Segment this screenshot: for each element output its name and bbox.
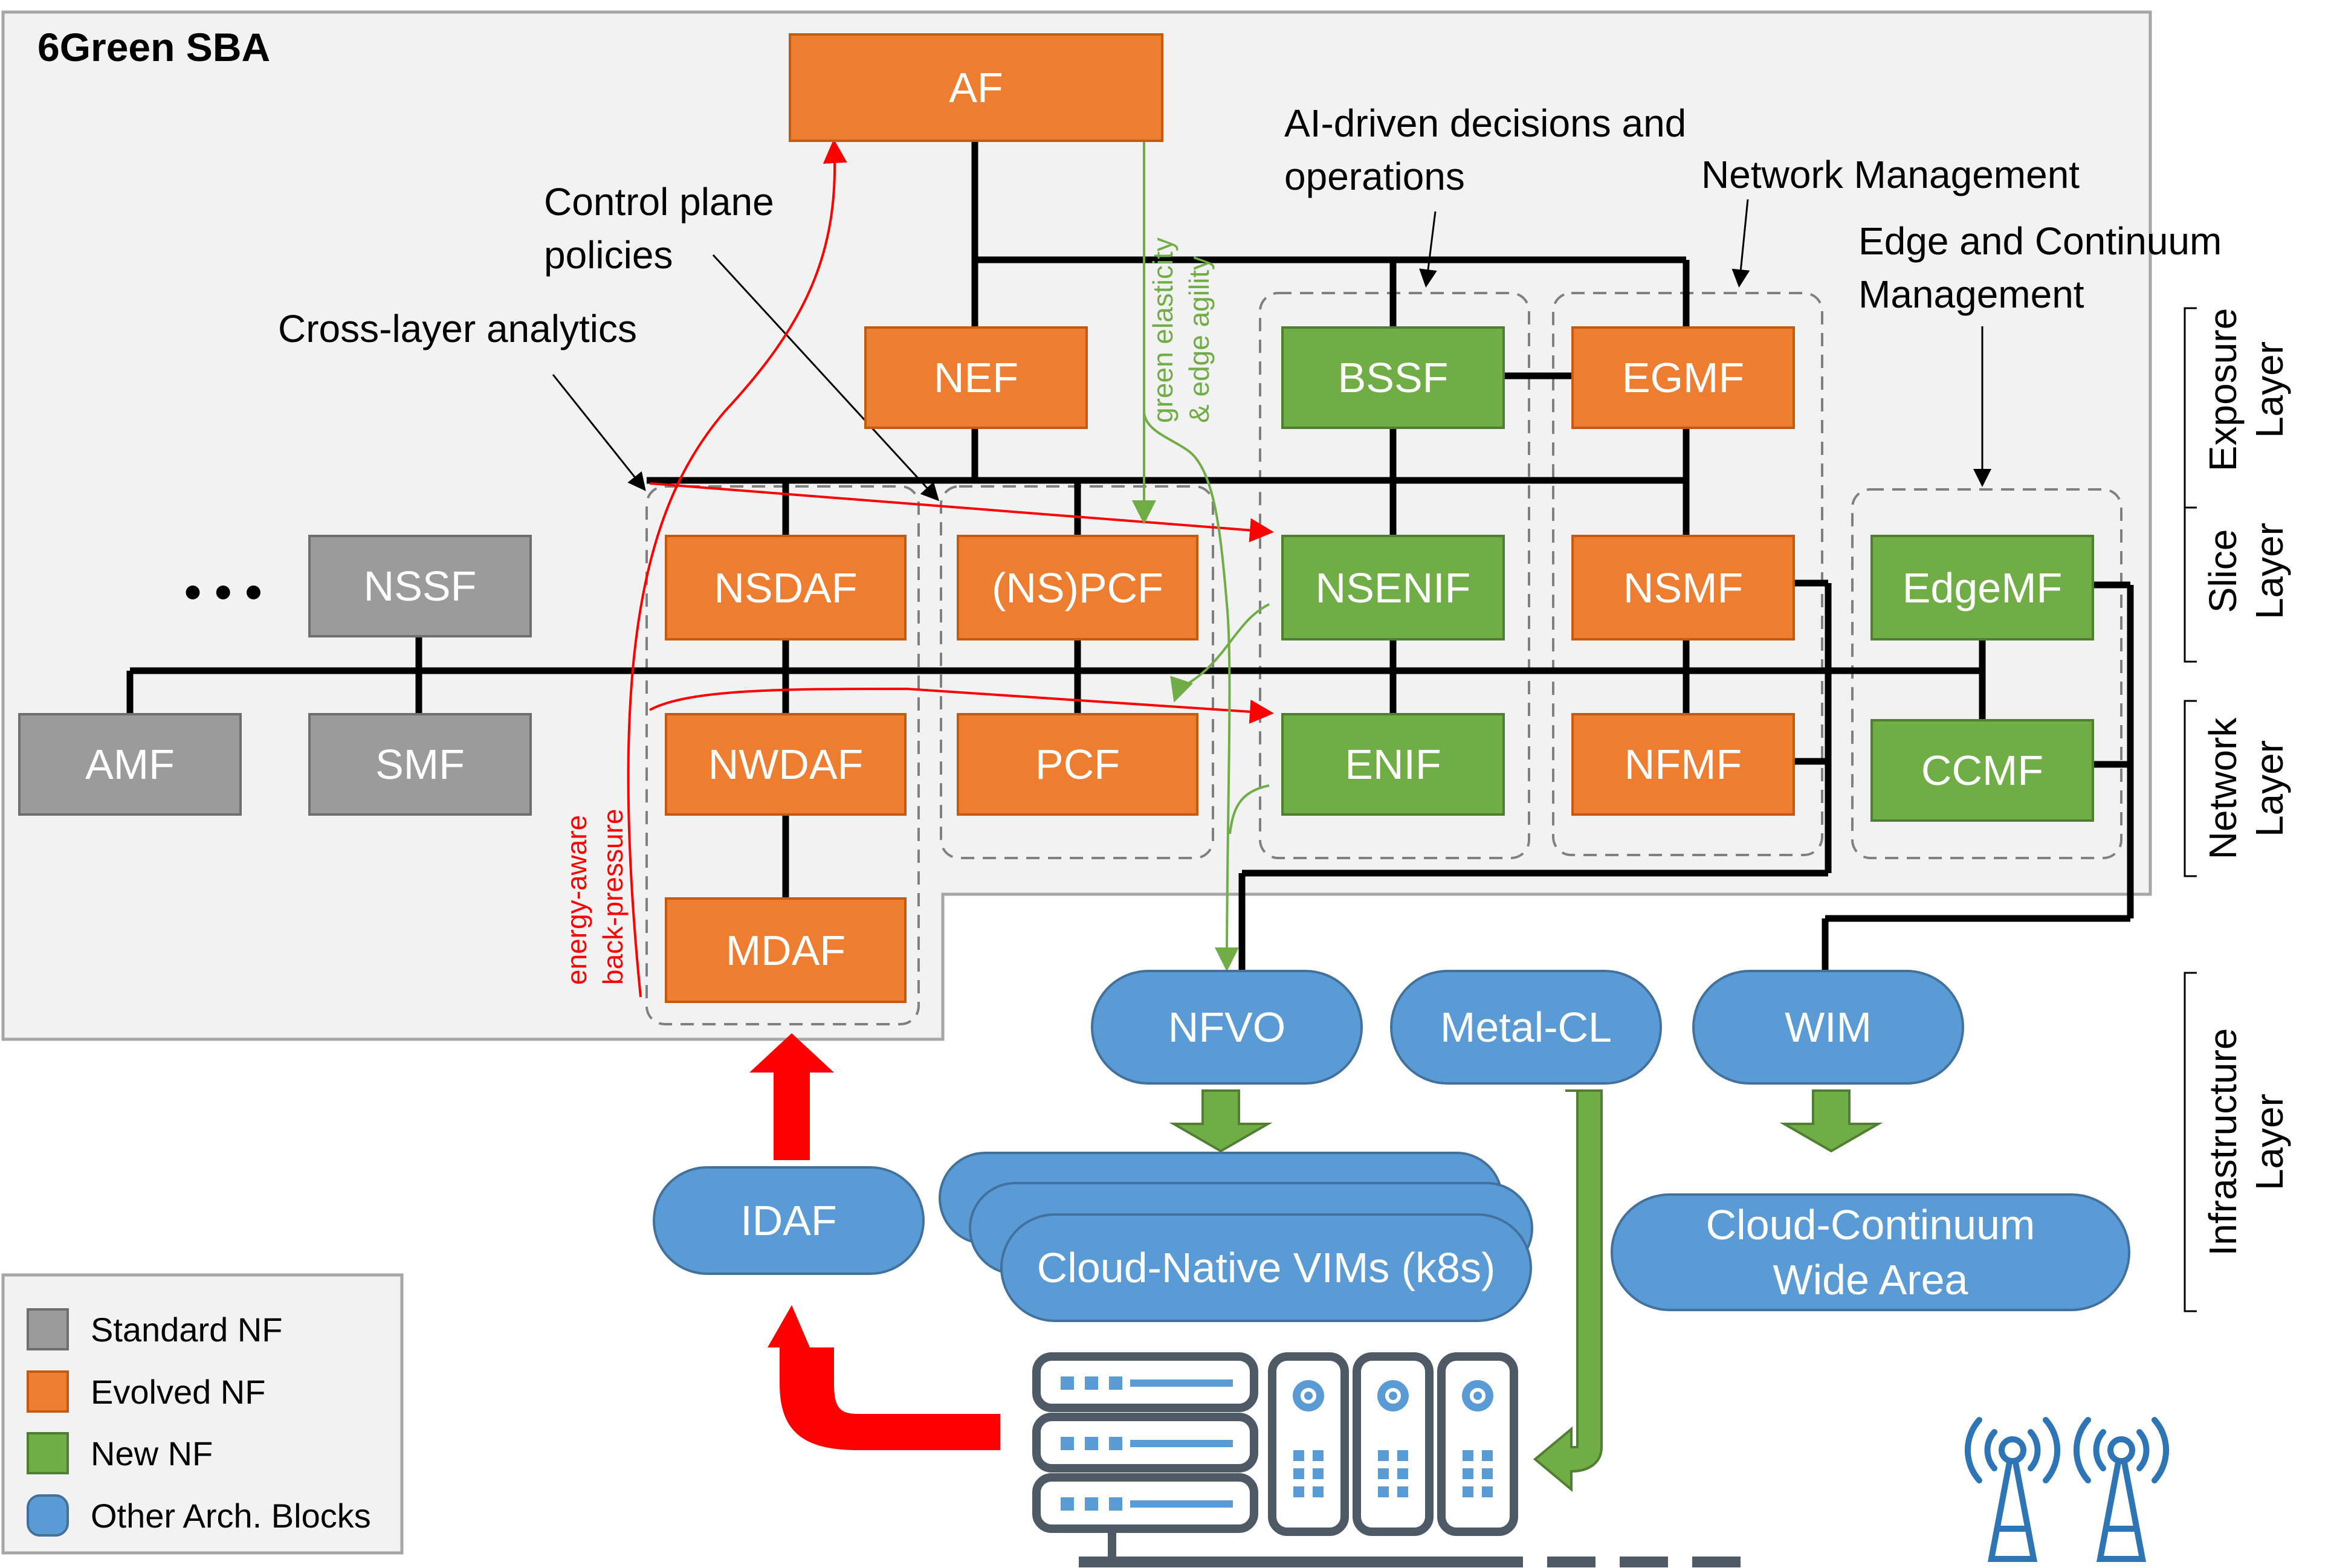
annotation-edge-continuum: Edge and Continuum Management [1858, 215, 2222, 321]
legend-new: New NF [27, 1432, 213, 1474]
nf-nwdaf[interactable]: NWDAF [665, 713, 907, 816]
nf-ccmf[interactable]: CCMF [1870, 719, 2094, 822]
legend-evolved: Evolved NF [27, 1370, 265, 1413]
legend-other: Other Arch. Blocks [27, 1494, 371, 1537]
more-nfs-ellipsis: • • • [184, 565, 262, 619]
nf-nssf[interactable]: NSSF [308, 535, 532, 637]
annotation-energy-aware: energy-aware back-pressure [559, 809, 632, 985]
annotation-edge-line-1: Edge and Continuum [1858, 219, 2222, 263]
annotation-green-line-1: green elasticity [1147, 237, 1178, 423]
block-wim[interactable]: WIM [1692, 970, 1964, 1085]
legend-swatch-evolved [27, 1370, 69, 1413]
layer-infrastructure: Infrastructure Layer [2200, 985, 2293, 1299]
annotation-green-elasticity: green elasticity & edge agility [1145, 237, 1218, 423]
nf-nsmf[interactable]: NSMF [1571, 535, 1795, 640]
annotation-ai-line-2: operations [1284, 155, 1465, 199]
annotation-control-plane-line-1: Control plane [544, 180, 774, 224]
annotation-control-plane-line-2: policies [544, 233, 673, 277]
arrow-idaf-mdaf [749, 1033, 834, 1160]
nf-nsenif[interactable]: NSENIF [1281, 535, 1505, 640]
annotation-cross-layer: Cross-layer analytics [278, 307, 637, 350]
nf-egmf[interactable]: EGMF [1571, 326, 1795, 429]
nf-nfmf[interactable]: NFMF [1571, 713, 1795, 816]
nf-edgemf[interactable]: EdgeMF [1870, 535, 2094, 640]
layer-infra-line-1: Infrastructure [2201, 1028, 2245, 1256]
layer-infra-line-2: Layer [2247, 1093, 2291, 1191]
nf-nsdaf[interactable]: NSDAF [665, 535, 907, 640]
ccwa-line-1: Cloud-Continuum [1705, 1201, 2035, 1248]
block-cloud-native-vims[interactable]: Cloud-Native VIMs (k8s) [1000, 1213, 1532, 1322]
layer-network-line-1: Network [2201, 717, 2245, 860]
nf-enif[interactable]: ENIF [1281, 713, 1505, 816]
layer-exposure-line-2: Layer [2247, 341, 2291, 439]
annotation-energy-line-2: back-pressure [596, 808, 629, 985]
nf-bssf[interactable]: BSSF [1281, 326, 1505, 429]
legend-box [1, 1273, 404, 1555]
nf-af[interactable]: AF [789, 33, 1163, 142]
layer-slice-line-2: Layer [2247, 522, 2291, 620]
layer-exposure-line-1: Exposure [2201, 308, 2245, 472]
legend-standard: Standard NF [27, 1308, 283, 1350]
nf-pcf[interactable]: PCF [957, 713, 1198, 816]
legend-label-standard: Standard NF [91, 1310, 283, 1349]
layer-network-line-2: Layer [2247, 740, 2291, 837]
arrow-metalcl-hw [1533, 1089, 1603, 1492]
block-idaf[interactable]: IDAF [653, 1166, 925, 1275]
block-cloud-continuum-wide-area[interactable]: Cloud-Continuum Wide Area [1611, 1193, 2130, 1311]
annotation-green-line-2: & edge agility [1183, 256, 1215, 423]
legend-swatch-other [27, 1494, 69, 1537]
annotation-network-management: Network Management [1701, 153, 2080, 196]
arrow-wim-ccwa [1779, 1089, 1883, 1153]
annotation-energy-line-1: energy-aware [561, 815, 592, 985]
nf-nspcf[interactable]: (NS)PCF [957, 535, 1198, 640]
layer-exposure: Exposure Layer [2200, 293, 2293, 486]
annotation-control-plane: Control plane policies [544, 175, 774, 282]
nf-smf[interactable]: SMF [308, 713, 532, 816]
layer-slice-line-1: Slice [2201, 529, 2245, 613]
arrow-hw-idaf [768, 1305, 1000, 1450]
annotation-edge-line-2: Management [1858, 273, 2084, 317]
layer-network: Network Layer [2200, 698, 2293, 879]
legend-label-evolved: Evolved NF [91, 1372, 266, 1411]
block-metal-cl[interactable]: Metal-CL [1390, 970, 1662, 1085]
ccwa-line-2: Wide Area [1773, 1256, 1968, 1303]
antenna-tower-icon [1964, 1417, 2170, 1562]
page-title: 6Green SBA [37, 25, 271, 69]
layer-slice: Slice Layer [2200, 498, 2293, 644]
legend-swatch-new [27, 1432, 69, 1474]
legend-label-other: Other Arch. Blocks [91, 1496, 371, 1535]
legend-swatch-standard [27, 1308, 69, 1350]
arrow-nfvo-vims [1169, 1089, 1273, 1153]
annotation-ai-driven: AI-driven decisions and operations [1284, 97, 1686, 204]
block-nfvo[interactable]: NFVO [1091, 970, 1363, 1085]
nf-amf[interactable]: AMF [18, 713, 242, 816]
server-rack-icon [1032, 1352, 1741, 1567]
nf-nef[interactable]: NEF [864, 326, 1088, 429]
legend-label-new: New NF [91, 1434, 213, 1473]
nf-mdaf[interactable]: MDAF [665, 897, 907, 1003]
annotation-ai-line-1: AI-driven decisions and [1284, 102, 1687, 145]
